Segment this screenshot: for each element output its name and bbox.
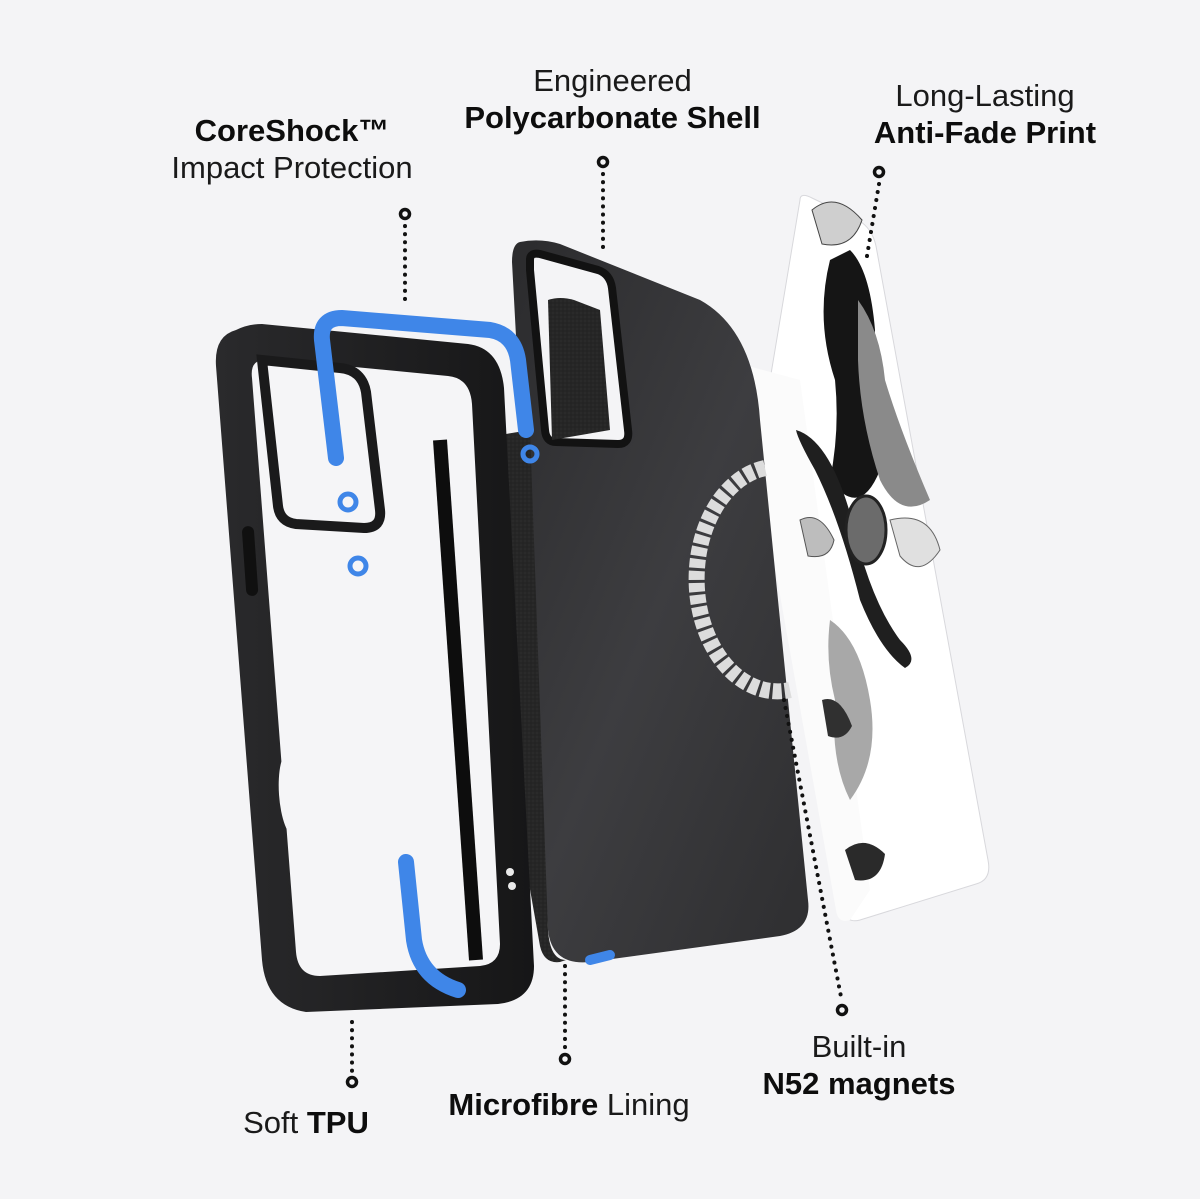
callout-magnets: Built-in N52 magnets <box>746 1028 972 1102</box>
callout-tpu: Soft TPU <box>226 1104 386 1141</box>
tpu-frame <box>215 324 535 1012</box>
callout-anchor-dots <box>345 155 886 1089</box>
magnet-ring <box>688 460 792 700</box>
callout-print: Long-Lasting Anti-Fade Print <box>855 77 1115 151</box>
callout-connectors <box>350 172 881 1074</box>
callout-print-subtitle: Long-Lasting <box>895 78 1075 113</box>
callout-magnets-title: N52 magnets <box>762 1066 956 1102</box>
callout-tpu-subtitle: Soft <box>243 1105 307 1140</box>
callout-coreshock-title: CoreShock™ <box>194 113 390 148</box>
callout-print-title: Anti-Fade Print <box>873 115 1097 151</box>
callout-lining: Microfibre Lining <box>428 1086 710 1123</box>
callout-shell-title: Polycarbonate Shell <box>464 100 761 136</box>
callout-shell-subtitle: Engineered <box>533 63 692 98</box>
callout-tpu-title: TPU <box>306 1105 369 1140</box>
callout-coreshock-subtitle: Impact Protection <box>171 150 413 186</box>
coreshock-insert <box>313 309 615 998</box>
callout-coreshock: CoreShock™ Impact Protection <box>150 112 434 186</box>
callout-lining-title: Microfibre <box>448 1087 599 1122</box>
callout-shell: Engineered Polycarbonate Shell <box>440 62 785 136</box>
print-plate <box>739 194 990 922</box>
callout-magnets-subtitle: Built-in <box>811 1029 907 1064</box>
callout-lining-subtitle: Lining <box>598 1087 690 1122</box>
